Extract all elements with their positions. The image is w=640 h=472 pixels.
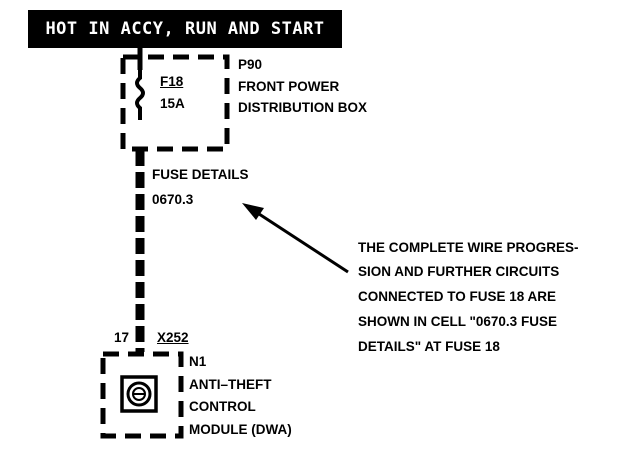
module-connector-pin-icon (126, 381, 152, 407)
note-line: SION AND FURTHER CIRCUITS (358, 264, 560, 279)
fuse-id: F18 (160, 74, 184, 89)
module-pin: 17 (114, 330, 130, 345)
circuit-header: HOT IN ACCY, RUN AND START (28, 10, 342, 48)
note-line: DETAILS" AT FUSE 18 (358, 339, 500, 354)
module-id: N1 (189, 354, 207, 369)
fuse-details-title: FUSE DETAILS (152, 167, 249, 182)
module-outline (100, 351, 184, 439)
fuse-box-connector: P90 (238, 57, 263, 72)
fuse-rating: 15A (160, 96, 185, 111)
module-connector-icon (120, 375, 158, 413)
module-name-line2: CONTROL (189, 399, 256, 414)
fuse-box-name-line1: FRONT POWER (238, 79, 340, 94)
fuse-details-cell: 0670.3 (152, 192, 194, 207)
note-line: THE COMPLETE WIRE PROGRES- (358, 240, 579, 255)
callout-arrow-line (255, 210, 349, 274)
module-name-line1: ANTI–THEFT (189, 377, 272, 392)
note-line: SHOWN IN CELL "0670.3 FUSE (358, 314, 557, 329)
note-line: CONNECTED TO FUSE 18 ARE (358, 289, 557, 304)
module-name-line3: MODULE (DWA) (189, 422, 292, 437)
module-connector: X252 (157, 330, 189, 345)
fuse-box-name-line2: DISTRIBUTION BOX (238, 100, 368, 115)
fuse-symbol (135, 70, 145, 120)
fuse-box-outline (120, 54, 230, 152)
callout-arrow-head (242, 203, 264, 220)
